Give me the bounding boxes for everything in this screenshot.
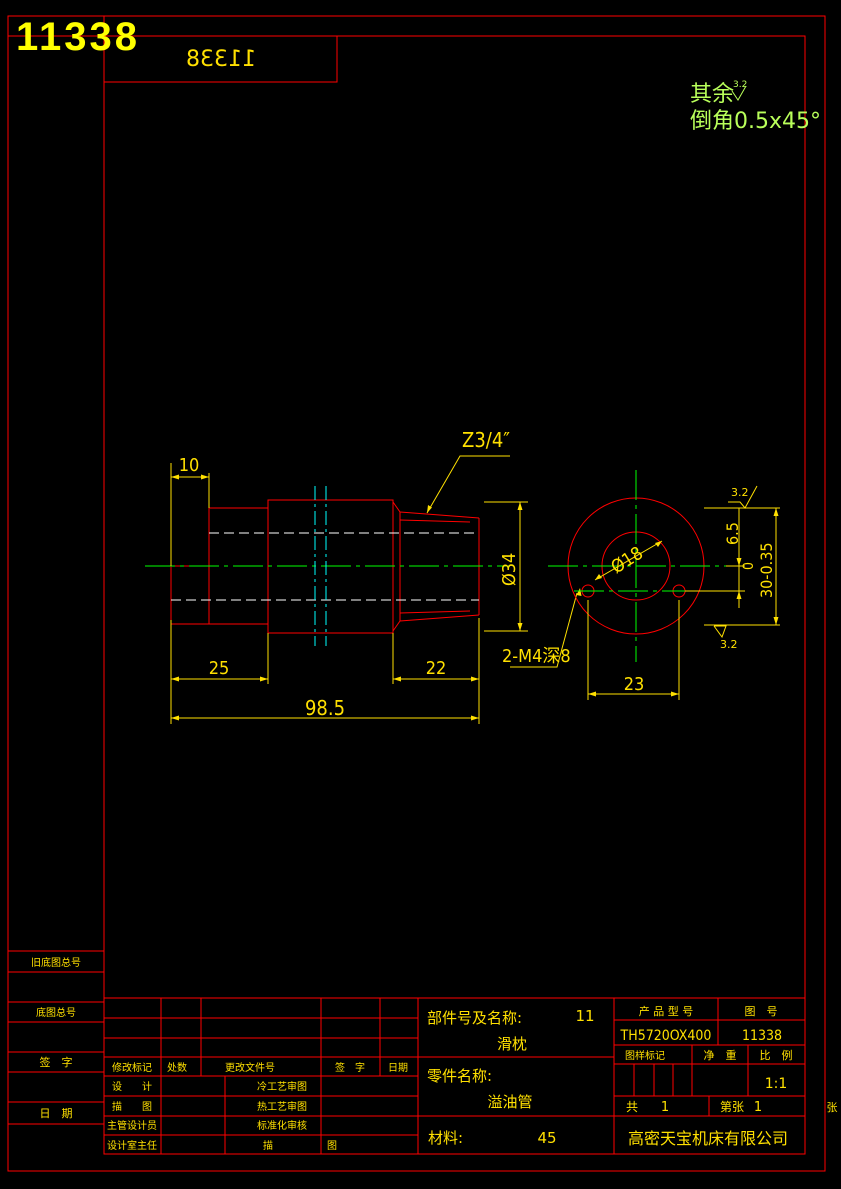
label-signature: 签 字	[40, 1055, 73, 1069]
dim-22: 22	[426, 658, 447, 679]
assembly-label: 部件号及名称:	[427, 1009, 522, 1027]
total-label: 共	[626, 1100, 638, 1114]
material-value: 45	[537, 1129, 556, 1147]
product-model: TH5720OX400	[620, 1028, 712, 1044]
inner-frame	[103, 35, 806, 1155]
roughness-bottom: 3.2	[720, 638, 738, 651]
dim-holes: 2-M4深8	[502, 646, 571, 667]
label-base-drawing-no: 底图总号	[36, 1006, 76, 1019]
row-cold-review: 冷工艺审图	[257, 1080, 307, 1093]
material-label: 材料:	[428, 1129, 463, 1147]
dim-dia18: Ø18	[608, 543, 647, 578]
dim-6-5: 6.5	[723, 522, 742, 545]
total-sheets: 1	[661, 1100, 669, 1115]
label-date: 日 期	[40, 1107, 73, 1120]
sheet-label: 第张	[720, 1100, 744, 1114]
dim-30: 30-0.35	[757, 542, 776, 598]
row-chief-designer: 主管设计员	[107, 1119, 157, 1132]
part-name: 溢油管	[487, 1093, 532, 1111]
dim-10: 10	[179, 455, 200, 476]
scale-label: 比 例	[760, 1048, 793, 1062]
outer-frame	[7, 15, 826, 1172]
part-label: 零件名称:	[427, 1067, 492, 1085]
dim-98-5: 98.5	[305, 696, 345, 720]
roughness-top: 3.2	[731, 486, 749, 499]
sheet-number: 1	[754, 1100, 762, 1115]
note-chamfer: 倒角0.5x45°	[690, 109, 821, 134]
scale-value: 1:1	[765, 1076, 788, 1092]
company-name: 高密天宝机床有限公司	[628, 1129, 788, 1148]
rev-header-date: 日期	[388, 1062, 408, 1074]
rev-header-file: 更改文件号	[225, 1061, 275, 1074]
rev-header-mark: 修改标记	[112, 1061, 152, 1074]
weight-label: 净 重	[704, 1048, 737, 1062]
mirrored-drawing-number: 11338	[186, 47, 256, 72]
drawing-no-label: 图 号	[745, 1005, 778, 1018]
dim-0: 0	[741, 562, 757, 570]
note-roughness: 3.2	[733, 80, 747, 90]
assembly-number: 11	[575, 1007, 594, 1025]
row-trace-2: 描	[263, 1139, 273, 1152]
side-mark: 张	[827, 1101, 838, 1114]
row-hot-review: 热工艺审图	[257, 1100, 307, 1113]
dim-23: 23	[624, 674, 645, 695]
rev-header-count: 处数	[167, 1061, 187, 1074]
row-figure: 图	[327, 1140, 337, 1152]
drawing-number: 11338	[742, 1028, 782, 1044]
row-trace: 描 图	[112, 1100, 152, 1113]
dim-25: 25	[209, 658, 230, 679]
label-old-drawing-no: 旧底图总号	[31, 956, 81, 969]
row-design: 设 计	[112, 1080, 152, 1093]
row-std-review: 标准化审核	[257, 1119, 307, 1132]
rev-header-sign: 签 字	[335, 1061, 365, 1074]
assembly-name: 滑枕	[497, 1035, 527, 1053]
row-office-head: 设计室主任	[107, 1139, 157, 1152]
product-model-label: 产 品 型 号	[639, 1004, 694, 1018]
large-drawing-number: 11338	[16, 15, 140, 59]
mirrored-number-box	[103, 35, 338, 83]
dim-thread: Z3/4″	[462, 428, 510, 452]
dim-dia34: Ø34	[499, 553, 520, 586]
hidden-lines	[171, 532, 479, 601]
note-other: 其余	[690, 82, 734, 107]
stage-mark-label: 图样标记	[625, 1049, 665, 1062]
